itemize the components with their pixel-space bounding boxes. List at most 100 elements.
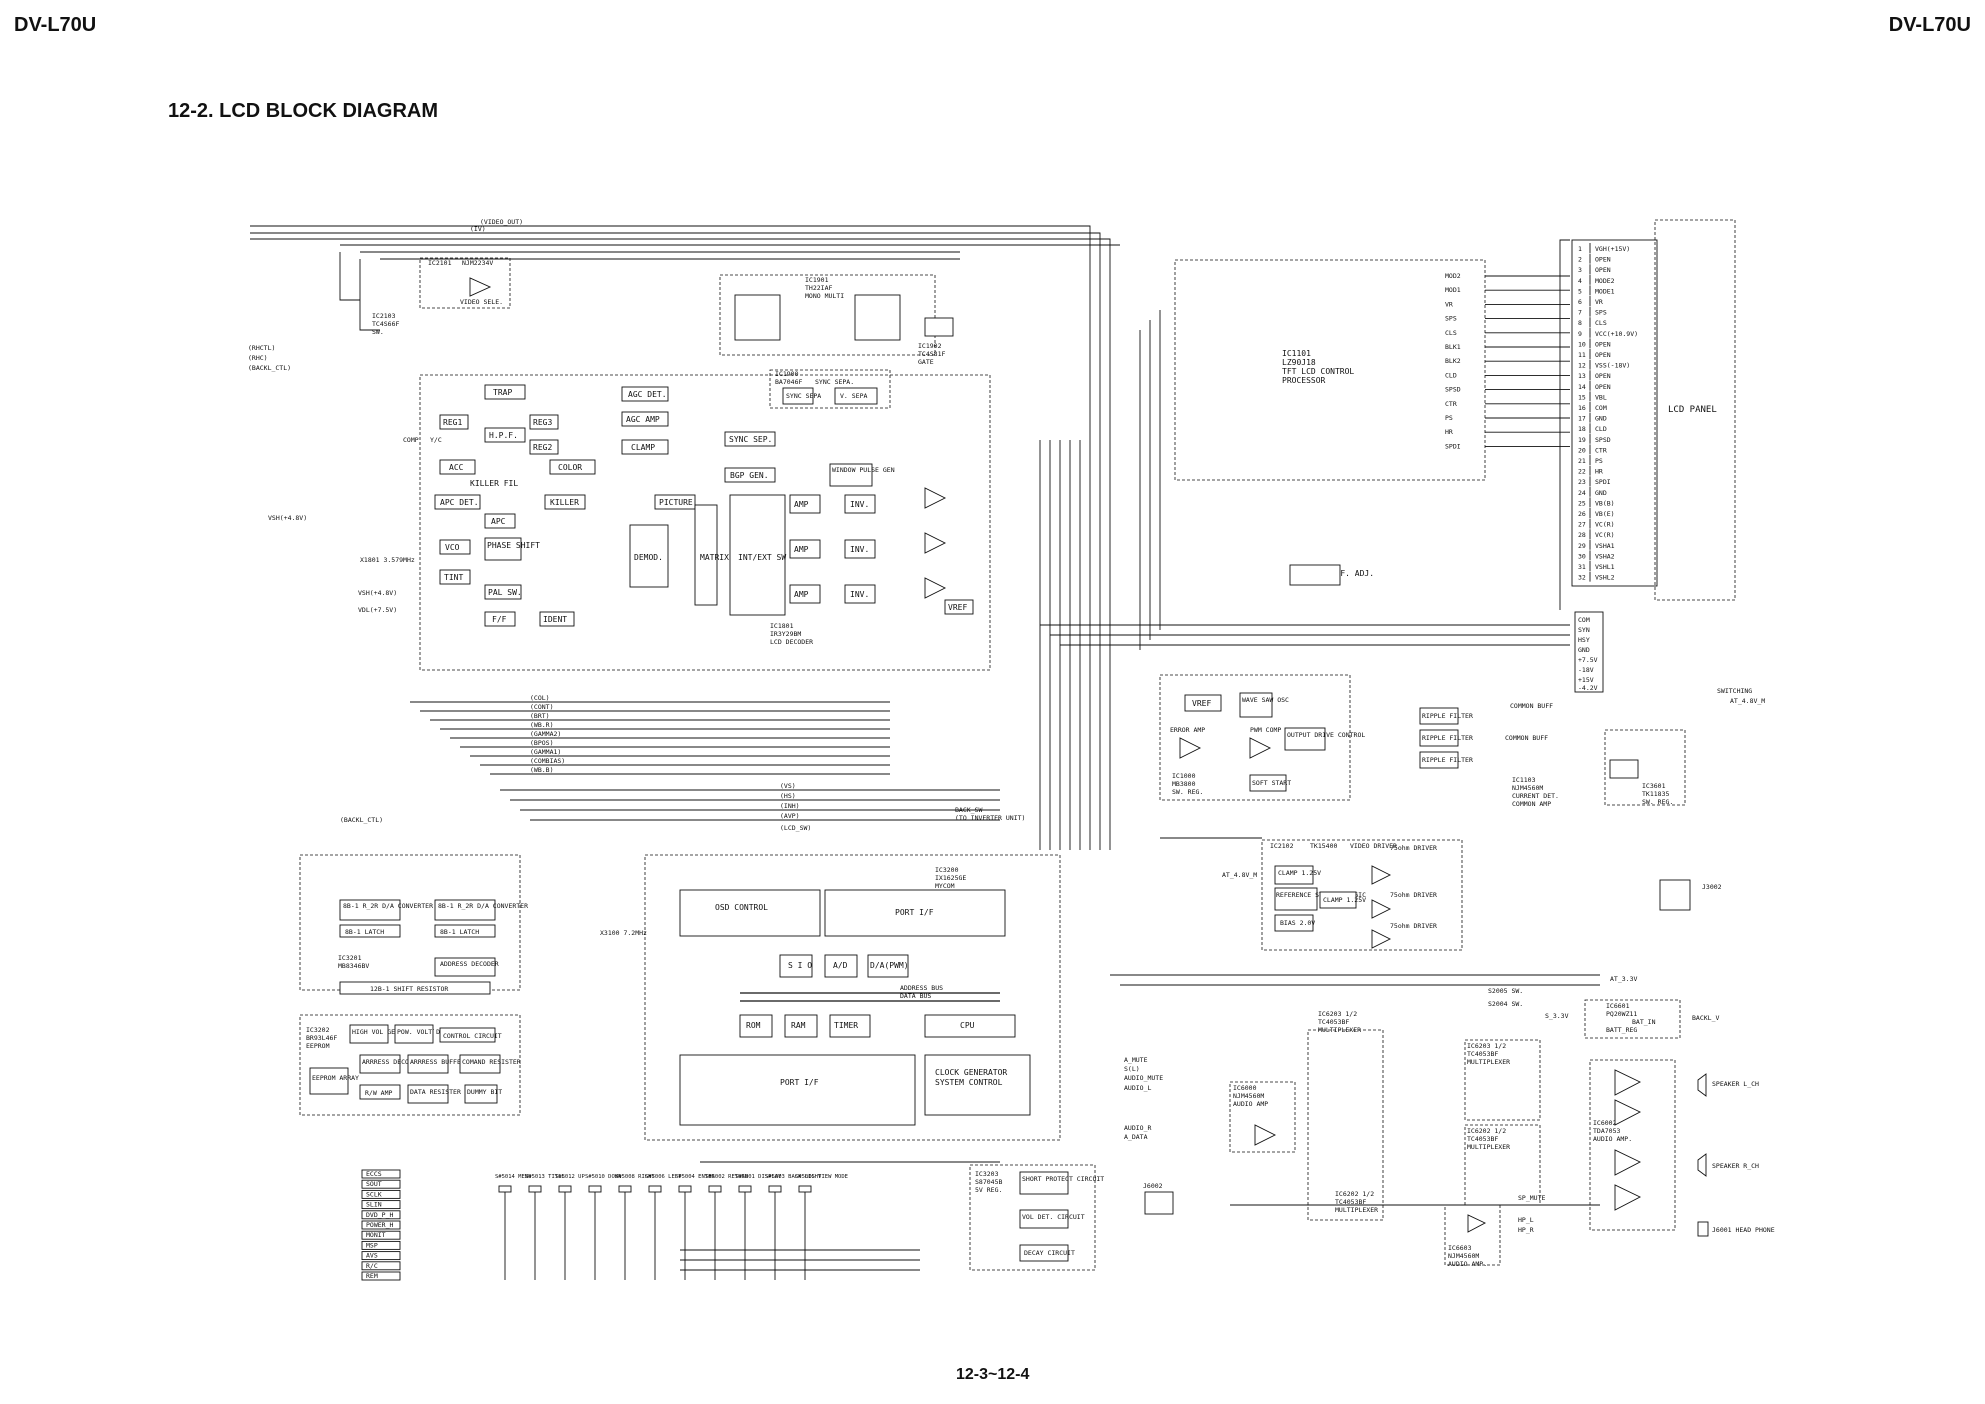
left-signal-label: DVD_P_H [366,1211,393,1219]
ic6203b-label: IC6203 1/2 [1467,1042,1506,1050]
panel-pin-number: 15 [1578,393,1586,401]
proc-pin-label: PS [1445,414,1453,422]
ic3201-label: IC3201 [338,954,362,962]
sig-back-sw: BACK_SW [955,806,982,814]
ic1000-label: IC1000 [1172,772,1196,780]
a-data-label: A_DATA [1124,1133,1148,1141]
signal-port-icon [361,1271,401,1281]
ic3601-label: IC3601 [1642,782,1666,790]
soft-start-block: SOFT START [1252,779,1291,787]
signal-port-icon [361,1200,401,1210]
panel-pin-label: VSHA1 [1595,542,1615,550]
decay-block: DECAY CIRCUIT [1024,1249,1075,1257]
ic6203b-func: MULTIPLEXER [1467,1058,1510,1066]
ic3202-func: EEPROM [306,1042,330,1050]
proc-pin-label: CLS [1445,329,1457,337]
left-signal-label: MONIT [366,1231,386,1239]
clamp-block: CLAMP [631,443,655,452]
ic1900-part: BA7046F [775,378,802,386]
ic6603-func: AUDIO AMP. [1448,1260,1487,1268]
key-switch-icon [588,1185,602,1193]
panel-pin-label: OPEN [1595,372,1611,380]
switch-label: S#5004 ENTER [675,1174,715,1180]
comp-label: COMP [403,436,419,444]
ic6603-label: IC6603 [1448,1244,1472,1252]
amp-block-b: AMP [794,590,809,599]
rail-p75: +7.5V [1578,656,1598,664]
ic2103-func: SW. [372,328,384,336]
ic6000-label: IC6000 [1233,1084,1257,1092]
panel-pin-number: 14 [1578,383,1586,391]
rail-m42: -4.2V [1578,684,1598,692]
signal-port-icon [361,1220,401,1230]
vsh-label: VSH(+4.8V) [268,514,307,522]
panel-pin-number: 2 [1578,256,1582,264]
switch-label: S#5006 LEFT [645,1174,682,1180]
phase-shift-block: PHASE SHIFT [487,541,540,550]
ic2102-func: VIDEO DRIVER [1350,842,1397,850]
ic2101-label: IC2101 [428,259,452,267]
ic3203-part: S87045B [975,1178,1002,1186]
panel-pin-number: 12 [1578,362,1586,370]
ic1901-label: IC1901 [805,276,829,284]
rail-gnd: GND [1578,646,1590,654]
ripple-filter-3: RIPPLE FILTER [1422,756,1473,764]
ic1000-func: SW. REG. [1172,788,1203,796]
reg3-block: REG3 [533,418,552,427]
ic6202-func: MULTIPLEXER [1335,1206,1378,1214]
sig-brt: (BRT) [530,712,550,720]
panel-pin-number: 24 [1578,489,1586,497]
rail-com: COM [1578,616,1590,624]
left-signal-label: MSP [366,1241,378,1249]
panel-pin-number: 9 [1578,330,1582,338]
panel-pin-number: 28 [1578,531,1586,539]
killer-block: KILLER [550,498,579,507]
ic1902-func: GATE [918,358,934,366]
panel-pin-number: 22 [1578,468,1586,476]
shift-register-block: 12B-1 SHIFT RESISTOR [370,985,448,993]
vref-block: VREF [948,603,967,612]
killer-fil-label: KILLER FIL [470,479,518,488]
ic6203-func: MULTIPLEXER [1318,1026,1361,1034]
clamp-block-2: CLAMP 1.25V [1323,896,1366,904]
sig-wbr: (WB.R) [530,721,553,729]
input-label-3: (BACKL_CTL) [248,364,291,372]
panel-pin-label: VR [1595,298,1603,306]
ic6202b-part: TC4053BF [1467,1135,1498,1143]
driver-label-1: 75ohm DRIVER [1390,844,1437,852]
rail-syn: SYN [1578,626,1590,634]
key-switch-icon [708,1185,722,1193]
driver-label-3: 75ohm DRIVER [1390,922,1437,930]
panel-pin-label: VCC(+10.9V) [1595,330,1638,338]
iv-label: (IV) [470,225,486,233]
panel-pin-number: 4 [1578,277,1582,285]
clock-gen-block: CLOCK GENERATOR [935,1068,1007,1077]
proc-pin-label: BLK1 [1445,343,1461,351]
data-bus-label: DATA BUS [900,992,931,1000]
proc-pin-label: BLK2 [1445,357,1461,365]
ic6202b-label: IC6202 1/2 [1467,1127,1506,1135]
video-out-label: (VIDEO_OUT) [480,218,523,226]
top-bus-lines: (VIDEO_OUT) (IV) [250,218,1120,850]
audio-r-label: AUDIO_R [1124,1124,1151,1132]
left-signal-label: R/C [366,1262,378,1270]
ic1101-func: TFT LCD CONTROL [1282,367,1354,376]
bat-in-label: BAT_IN [1632,1018,1656,1026]
sig-to-inverter: (TO INVERTER UNIT) [955,814,1025,822]
ic1902-label: IC1902 [918,342,942,350]
sync-sepa-box: SYNC SEPA [786,392,821,400]
panel-pin-number: 13 [1578,372,1586,380]
ic1900-label: IC1900 [775,370,799,378]
sync-section: IC1901 TH22IAF MONO MULTI IC1902 TC4S81F… [719,274,954,409]
latch-block-1: 8B-1 LATCH [345,928,384,936]
ic6002-func: AUDIO AMP. [1593,1135,1632,1143]
sig-backl-ctl: (BACKL_CTL) [340,816,383,824]
ic2101-part: NJM2234V [462,259,493,267]
diagram-title: 12-2. LCD BLOCK DIAGRAM [168,100,439,122]
ic1103-part: NJM4560M [1512,784,1543,792]
panel-pin-number: 1 [1578,245,1582,253]
system-control-block: SYSTEM CONTROL [935,1078,1003,1087]
panel-pin-number: 3 [1578,266,1582,274]
rail-m18: -18V [1578,666,1594,674]
